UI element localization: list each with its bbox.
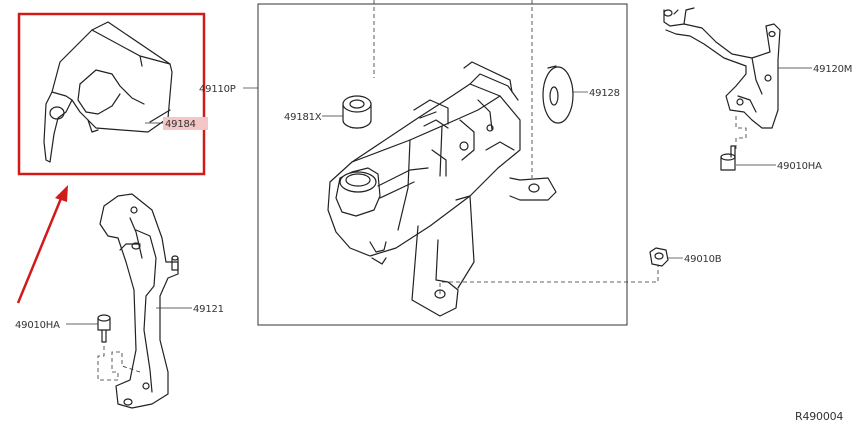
reference-code: R490004: [795, 410, 843, 423]
label-49120m: 49120M: [813, 64, 852, 75]
label-49181x: 49181X: [284, 112, 322, 123]
label-49010ha-right: 49010HA: [777, 161, 822, 172]
cover-part-49184[interactable]: [43, 21, 173, 163]
highlight-box: [17, 12, 206, 176]
label-49128: 49128: [589, 88, 620, 99]
label-49110p: 49110P: [199, 84, 236, 95]
nut-49010b[interactable]: [649, 247, 669, 267]
bolt-49010ha-right[interactable]: [720, 145, 736, 171]
label-49121: 49121: [193, 304, 224, 315]
bolt-49010ha-left[interactable]: [97, 314, 111, 343]
label-49010b: 49010B: [684, 254, 722, 265]
grommet-49181x[interactable]: [342, 95, 372, 129]
label-49010ha-left: 49010HA: [15, 320, 60, 331]
bracket-49121[interactable]: [99, 193, 179, 409]
label-highlight: [163, 117, 208, 130]
master-cylinder-assembly[interactable]: [327, 61, 557, 317]
label-49184: 49184: [165, 119, 196, 130]
assembly-frame: [257, 3, 628, 326]
highlight-arrow: [16, 185, 68, 304]
bracket-49120m[interactable]: [663, 7, 781, 129]
washer-49128[interactable]: [542, 65, 574, 124]
